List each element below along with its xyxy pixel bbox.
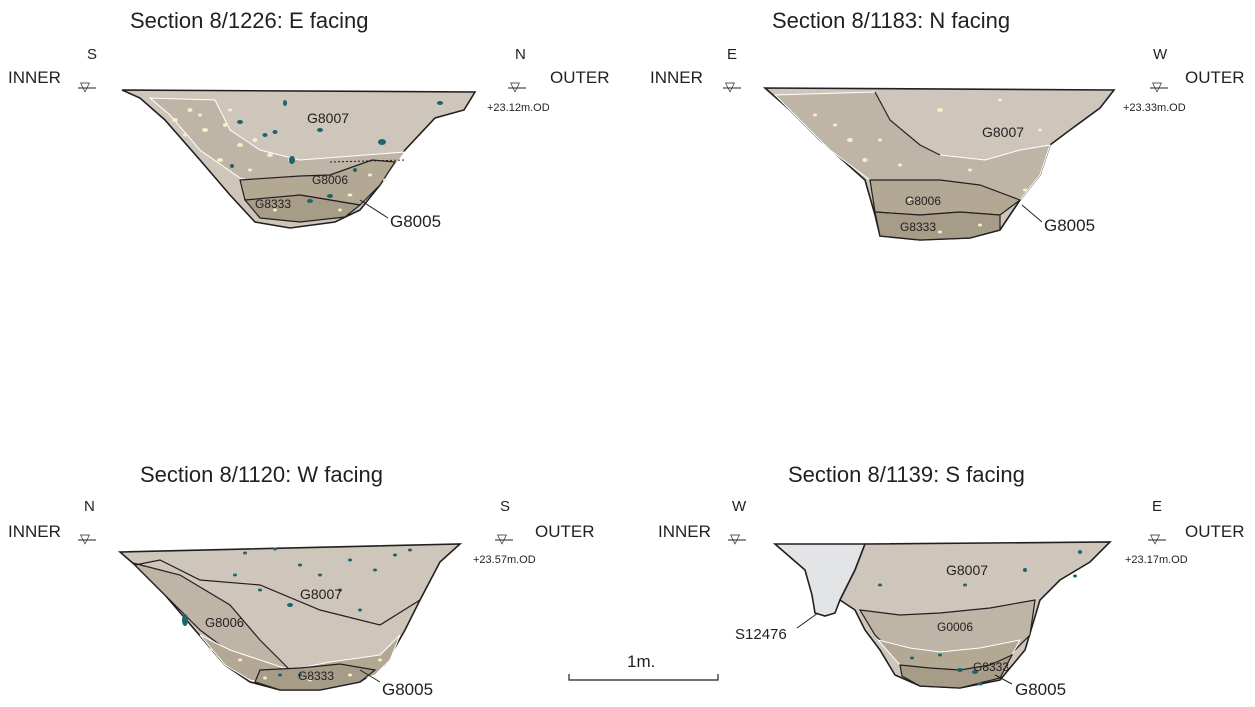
- section-title: Section 8/1226: E facing: [130, 8, 369, 33]
- leader-line-base-1: [359, 199, 389, 219]
- datum-left-marker: ▽: [725, 79, 735, 94]
- section-panel-3: Section 8/1120: W facing INNER N ▽ S ▽ O…: [0, 450, 620, 707]
- layer-label-low: G8333: [298, 669, 335, 683]
- section-panel-4: Section 8/1139: S facing INNER W ▽ E ▽ O…: [640, 450, 1255, 707]
- section-title: Section 8/1183: N facing: [772, 8, 1011, 33]
- left-direction: W: [732, 498, 747, 515]
- left-direction: S: [87, 46, 98, 63]
- left-direction: N: [84, 498, 95, 515]
- section-profile-1: [78, 87, 526, 229]
- layer-label-top: G8007: [300, 586, 343, 602]
- layer-label-mid: G0006: [937, 620, 974, 634]
- section-profile-2: [723, 87, 1168, 241]
- layer-g8333: [874, 211, 1001, 241]
- outer-label: OUTER: [1185, 68, 1245, 87]
- layer-label-low: G8333: [900, 220, 937, 234]
- right-direction: N: [515, 46, 526, 63]
- cut-label: S12476: [735, 626, 787, 643]
- section-profile-4: [728, 539, 1166, 689]
- datum-right-marker: ▽: [1150, 531, 1160, 546]
- layer-label-base: G8005: [1044, 216, 1096, 235]
- outer-label: OUTER: [535, 522, 595, 541]
- leader-line-base-3: [359, 669, 381, 683]
- layer-label-mid: G8006: [312, 173, 349, 187]
- scale-line: [568, 674, 719, 681]
- datum-level: +23.33m.OD: [1123, 102, 1186, 114]
- section-panel-1: Section 8/1226: E facing INNER S ▽ N ▽ O…: [0, 0, 620, 300]
- inner-label: INNER: [8, 68, 61, 87]
- layer-label-base: G8005: [390, 212, 442, 231]
- scale-bar: 1m.: [560, 640, 730, 690]
- section-title: Section 8/1139: S facing: [788, 462, 1025, 487]
- datum-right-marker: ▽: [1152, 79, 1162, 94]
- scale-label: 1m.: [627, 652, 656, 671]
- layer-label-low: G8333: [255, 197, 292, 211]
- right-direction: S: [500, 498, 511, 515]
- layer-label-top: G8007: [946, 562, 989, 578]
- section-panel-2: Section 8/1183: N facing INNER E ▽ W ▽ O…: [640, 0, 1255, 300]
- left-direction: E: [727, 46, 738, 63]
- datum-right-marker: ▽: [510, 79, 520, 94]
- section-title: Section 8/1120: W facing: [140, 462, 383, 487]
- layer-label-low: G8333: [973, 660, 1010, 674]
- layer-g8333: [899, 653, 1014, 689]
- leader-line-base-2: [1021, 204, 1043, 223]
- datum-level: +23.12m.OD: [487, 102, 550, 114]
- right-direction: E: [1152, 498, 1163, 515]
- datum-left-marker: ▽: [80, 531, 90, 546]
- layer-label-mid: G8006: [205, 615, 245, 630]
- layer-label-base: G8005: [382, 680, 434, 699]
- datum-right-marker: ▽: [497, 531, 507, 546]
- datum-left-marker: ▽: [730, 531, 740, 546]
- layer-g8333: [243, 194, 362, 223]
- inner-label: INNER: [8, 522, 61, 541]
- layer-label-mid: G8006: [905, 194, 942, 208]
- outer-label: OUTER: [1185, 522, 1245, 541]
- layer-label-top: G8007: [307, 110, 350, 126]
- outer-label: OUTER: [550, 68, 610, 87]
- section-profile-3: [78, 539, 513, 691]
- layer-label-base: G8005: [1015, 680, 1067, 699]
- layer-label-top: G8007: [982, 124, 1025, 140]
- layer-g8333: [254, 663, 377, 691]
- inner-label: INNER: [658, 522, 711, 541]
- right-direction: W: [1153, 46, 1168, 63]
- inner-label: INNER: [650, 68, 703, 87]
- datum-level: +23.57m.OD: [473, 554, 536, 566]
- datum-level: +23.17m.OD: [1125, 554, 1188, 566]
- datum-left-marker: ▽: [80, 79, 90, 94]
